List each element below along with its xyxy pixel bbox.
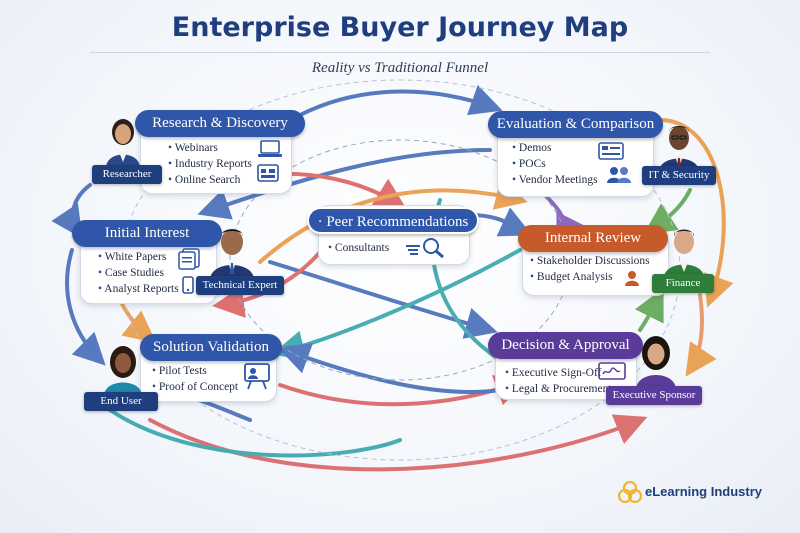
users-icon [607, 167, 631, 183]
list-item: Consultants [328, 240, 389, 256]
list-item: Stakeholder Discussions [530, 253, 650, 269]
page-subtitle: Reality vs Traditional Funnel [311, 60, 489, 76]
arrow-finance-to-decision [685, 293, 717, 377]
magnifier-icon [406, 238, 444, 258]
stage-items-evaluation: Demos POCs Vendor Meetings [512, 140, 598, 188]
stage-title-review: Internal Review [518, 225, 668, 252]
page-title: Enterprise Buyer Journey Map [171, 12, 629, 43]
title-divider [90, 52, 710, 53]
stage-items-review: Stakeholder Discussions Budget Analysis [530, 253, 650, 285]
presentation-board-icon [244, 363, 270, 390]
signature-icon [598, 362, 626, 380]
arrow-bottom-teal [108, 408, 402, 458]
stage-title-evaluation: Evaluation & Comparison [488, 111, 663, 138]
list-item: Analyst Reports [98, 281, 178, 297]
person-icon [625, 271, 639, 286]
arrow-decision-to-review [634, 287, 664, 332]
stage-title-validation: Solution Validation [140, 334, 282, 361]
elearning-industry-logo-icon [618, 480, 642, 504]
stage-items-decision: Executive Sign-Off Legal & Procurement [505, 365, 612, 397]
stage-title-research: Research & Discovery [135, 110, 305, 137]
stage-items-research: Webinars Industry Reports Online Search [168, 140, 252, 188]
list-item: Industry Reports [168, 156, 252, 172]
arrow-interest-to-enduser [65, 248, 106, 366]
stage-items-peer: Consultants [328, 240, 389, 256]
list-item: Executive Sign-Off [505, 365, 612, 381]
arrow-interest-to-review [258, 178, 528, 264]
list-item: Online Search [168, 172, 252, 188]
arrow-interest-to-validation [118, 298, 157, 343]
stage-title-interest: Initial Interest [72, 220, 222, 247]
end-user-avatar [104, 346, 142, 396]
laptop-icon [258, 140, 282, 157]
executive-sponsor-avatar [636, 336, 676, 390]
list-item: Case Studies [98, 265, 179, 281]
presentation-icon [598, 142, 624, 160]
stage-title-peer: · Peer Recommendations [307, 207, 479, 234]
list-item: Vendor Meetings [512, 172, 598, 188]
stage-items-interest: White Papers Case Studies Analyst Report… [98, 249, 179, 297]
finance-avatar [664, 229, 704, 278]
list-item: Pilot Tests [152, 363, 238, 379]
stage-title-decision: Decision & Approval [488, 332, 643, 359]
list-item: Legal & Procurement [505, 381, 612, 397]
persona-label-executive-sponsor: Executive Sponsor [606, 386, 702, 405]
arrow-interest-to-decision [268, 260, 498, 339]
persona-label-technical-expert: Technical Expert [196, 276, 284, 295]
list-item: Proof of Concept [152, 379, 238, 395]
persona-label-it-security: IT & Security [642, 166, 716, 185]
list-item: Webinars [168, 140, 252, 156]
list-item: White Papers [98, 249, 179, 265]
dashboard-icon [257, 164, 279, 182]
list-item: POCs [512, 156, 598, 172]
phone-icon [182, 276, 194, 294]
arrow-research-to-evaluation [298, 84, 503, 117]
brand-name: eLearning Industry [645, 484, 763, 499]
documents-icon [178, 248, 200, 270]
persona-label-researcher: Researcher [92, 165, 162, 184]
arrow-decision-to-validation [277, 343, 502, 394]
list-item: Demos [512, 140, 598, 156]
list-item: Budget Analysis [530, 269, 650, 285]
arrow-bottom-swoop [148, 414, 648, 472]
arrow-evaluation-to-interest [197, 148, 492, 220]
technical-expert-avatar [210, 229, 254, 280]
researcher-avatar [106, 119, 140, 168]
stage-items-validation: Pilot Tests Proof of Concept [152, 363, 238, 395]
persona-label-finance: Finance [652, 274, 714, 293]
persona-label-end-user: End User [84, 392, 158, 411]
it-security-avatar [659, 126, 699, 172]
arrow-evaluation-loop [658, 118, 734, 308]
